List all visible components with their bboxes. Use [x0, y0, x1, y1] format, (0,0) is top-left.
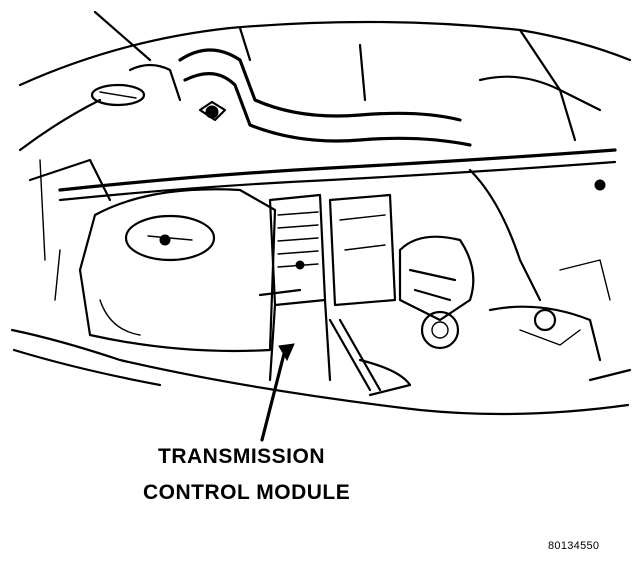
coolant-reservoir: [54, 188, 277, 353]
engine-components: [328, 193, 412, 397]
radiator-cap: [90, 63, 182, 107]
callout-label-line1: TRANSMISSION: [158, 445, 326, 468]
distributor: [398, 235, 475, 350]
figure-id: 80134550: [548, 540, 600, 552]
callout-label-line2: CONTROL MODULE: [143, 481, 351, 504]
cross-bar: [58, 148, 617, 202]
upper-radiator-hose: [178, 48, 472, 147]
right-engine-detail: [468, 75, 632, 382]
transmission-control-module: [258, 193, 332, 382]
hood-outline: [18, 10, 632, 112]
callout-leader: [260, 343, 295, 442]
left-fender: [10, 98, 630, 416]
